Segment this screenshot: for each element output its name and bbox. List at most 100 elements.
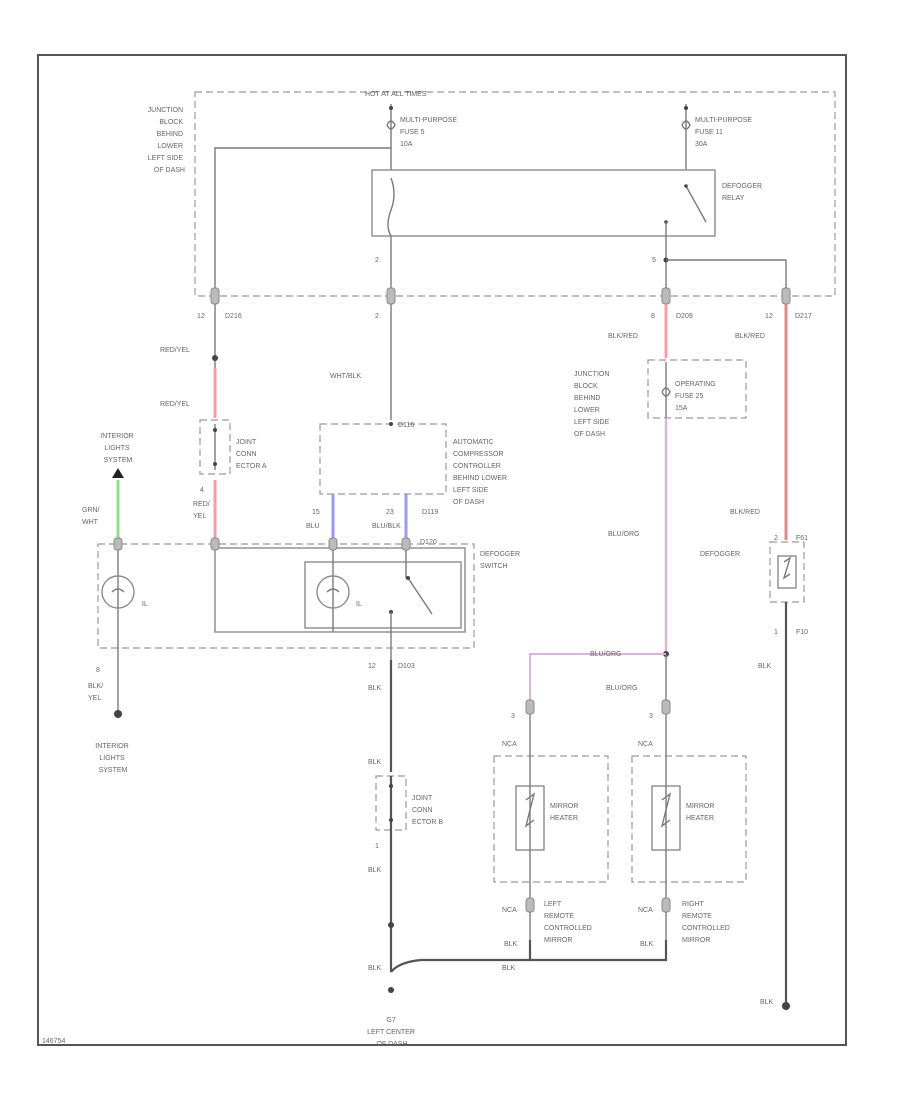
operating-fuse-label: OPERATING FUSE 25 15A — [675, 381, 718, 412]
nca-label-1: NCA — [502, 741, 517, 748]
right-mirror-heater-icon — [651, 785, 681, 851]
conn-d217-label: D217 — [795, 313, 812, 320]
defogger-switch-il-box — [304, 561, 462, 629]
red-yel-label-2: RED/YEL — [160, 401, 190, 408]
ground-g7-terminal — [388, 987, 394, 993]
switch-conn-grn — [113, 537, 123, 551]
junction-block-top-outline — [194, 91, 836, 297]
pin-15-label: 15 — [312, 509, 320, 516]
switch-conn-blu — [328, 537, 338, 551]
left-mirror-bottom-conn — [525, 897, 535, 913]
interior-lights-bottom-label: INTERIOR LIGHTS SYSTEM — [95, 743, 130, 774]
pin-2b-label: 2 — [375, 313, 379, 320]
junction-block-mid-label: JUNCTION BLOCK BEHIND LOWER LEFT SIDE OF… — [574, 371, 611, 438]
blk-label-2: BLK — [368, 759, 382, 766]
conn-d119-label: D119 — [422, 509, 438, 516]
defogger-ground-terminal — [782, 1002, 790, 1010]
left-mirror-top-conn — [525, 699, 535, 715]
switch-conn-red — [210, 537, 220, 551]
relay-switch-arm — [685, 185, 707, 223]
fuse5-symbol — [386, 120, 396, 130]
left-mirror-heater-element — [524, 792, 536, 828]
fuse11-symbol — [681, 120, 691, 130]
pin-2c-label: 2 — [774, 535, 778, 542]
left-mirror-heater-icon — [515, 785, 545, 851]
fuse11-top-terminal — [684, 106, 688, 110]
diagram-frame — [37, 54, 847, 1046]
junction-block-top-label: JUNCTION BLOCK BEHIND LOWER LEFT SIDE OF… — [148, 107, 185, 174]
conn-f61-label: F61 — [796, 535, 808, 542]
defogger-switch-pivot — [406, 576, 410, 580]
defogger-switch-arm — [407, 577, 433, 615]
blu-org-label-2: BLU/ORG — [590, 651, 622, 658]
splice-red-yel — [212, 355, 218, 361]
blk-label-5: BLK — [504, 941, 518, 948]
interior-lights-top-arrow-icon — [112, 468, 124, 478]
connector-d209 — [661, 287, 671, 305]
connector-d-pin2 — [386, 287, 396, 305]
defogger-switch-label: DEFOGGER SWITCH — [480, 551, 522, 570]
right-mirror-bottom-conn — [661, 897, 671, 913]
blk-label-3: BLK — [368, 867, 382, 874]
auto-compressor-outline — [319, 423, 447, 495]
conn-d116-label: D116 — [398, 422, 414, 429]
pin-1a-label: 1 — [774, 629, 778, 636]
conn-d216-label: D216 — [225, 313, 242, 320]
joint-a-dot2 — [213, 462, 217, 466]
blk-label-4: BLK — [368, 965, 382, 972]
red-yel-label-3: RED/ YEL — [193, 501, 212, 520]
mirror-ground-wire — [528, 940, 668, 962]
defogger-switch-outline — [97, 543, 475, 649]
grn-wht-label: GRN/ WHT — [82, 507, 101, 526]
pin-12a-label: 12 — [197, 313, 205, 320]
pin-2a-label: 2 — [375, 257, 379, 264]
right-mirror-label: RIGHT REMOTE CONTROLLED MIRROR — [682, 901, 732, 944]
fuse11-label: MULTI-PURPOSE FUSE 11 30A — [695, 117, 754, 148]
blk-label-9: BLK — [760, 999, 774, 1006]
defogger-outline — [769, 541, 805, 603]
right-mirror-outline — [631, 755, 747, 883]
right-mirror-heater-element — [660, 792, 672, 828]
interior-lights-top-label: INTERIOR LIGHTS SYSTEM — [100, 433, 135, 464]
fuse5-label: MULTI-PURPOSE FUSE 5 10A — [400, 117, 459, 148]
fuse5-top-terminal — [389, 106, 393, 110]
reference-code: 146754 — [42, 1038, 65, 1045]
joint-b-dot1 — [389, 784, 393, 788]
blk-label-8: BLK — [758, 663, 772, 670]
ground-g7-label: G7 LEFT CENTER OF DASH — [367, 1017, 417, 1048]
pin-1b-label: 1 — [375, 843, 379, 850]
blk-yel-label: BLK/ YEL — [88, 683, 105, 702]
left-mirror-label: LEFT REMOTE CONTROLLED MIRROR — [544, 901, 594, 944]
left-mirror-outline — [493, 755, 609, 883]
blu-label: BLU — [306, 523, 320, 530]
defogger-switch-inner-box — [214, 547, 466, 633]
blk-label-7: BLK — [502, 965, 516, 972]
defogger-element-zigzag — [782, 556, 792, 580]
operating-fuse-outline — [647, 359, 747, 419]
relay-coil-symbol — [387, 177, 395, 237]
defogger-relay-label: DEFOGGER RELAY — [722, 183, 764, 202]
operating-fuse-symbol — [661, 387, 671, 397]
blu-org-left-branch — [529, 653, 666, 700]
connector-d217 — [781, 287, 791, 305]
nca-label-3: NCA — [502, 907, 517, 914]
blu-org-label-3: BLU/ORG — [606, 685, 638, 692]
il2-lamp-icon — [316, 575, 350, 609]
auto-compressor-label: AUTOMATIC COMPRESSOR CONTROLLER BEHIND L… — [453, 439, 509, 506]
il1-label: IL — [142, 601, 148, 608]
connector-d216 — [210, 287, 220, 305]
conn-d209-label: D209 — [676, 313, 693, 320]
blu-org-label-1: BLU/ORG — [608, 531, 640, 538]
joint-connector-a-label: JOINT CONN ECTOR A — [236, 439, 267, 470]
blk-red-label-3: BLK/RED — [730, 509, 760, 516]
switch-conn-blublk — [401, 537, 411, 551]
joint-connector-b-label: JOINT CONN ECTOR B — [412, 795, 443, 826]
pin-3b-label: 3 — [649, 713, 653, 720]
mirror-heater-1-label: MIRROR HEATER — [550, 803, 580, 822]
ground-joint-wire — [390, 958, 530, 973]
red-yel-label-1: RED/YEL — [160, 347, 190, 354]
conn-f10-label: F10 — [796, 629, 808, 636]
joint-a-dot1 — [213, 428, 217, 432]
pin-8b-label: 8 — [96, 667, 100, 674]
joint-connector-a-outline — [199, 419, 231, 475]
